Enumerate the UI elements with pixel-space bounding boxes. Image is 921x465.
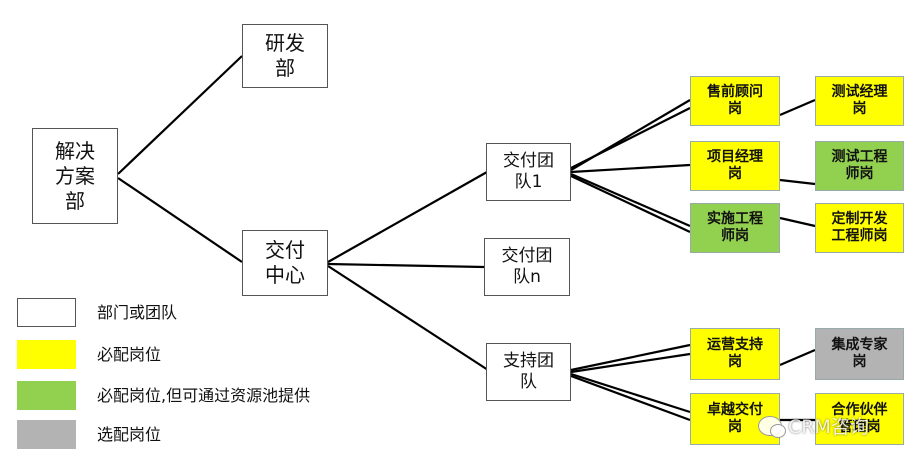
- node-delivery-center: 交付 中心: [242, 230, 328, 296]
- node-custom-dev-engineer: 定制开发 工程师岗: [815, 203, 904, 253]
- wechat-icon: [758, 415, 786, 438]
- watermark: CRM咨询: [758, 412, 869, 439]
- node-project-manager: 项目经理 岗: [690, 141, 780, 191]
- node-partner: 合作伙伴 管理岗: [815, 393, 904, 445]
- legend-swatch-dept: [17, 298, 76, 327]
- legend-label-optional: 选配岗位: [97, 425, 162, 444]
- legend-swatch-optional: [17, 420, 76, 449]
- node-support-team: 支持团 队: [486, 343, 571, 401]
- legend-swatch-required: [17, 340, 76, 369]
- node-solution-dept: 解决 方案 部: [32, 128, 118, 224]
- legend-swatch-required-pool: [17, 381, 76, 410]
- node-implementation-engineer: 实施工程 师岗: [690, 203, 780, 253]
- legend-label-dept: 部门或团队: [97, 303, 178, 322]
- legend-label-required-pool: 必配岗位,但可通过资源池提供: [97, 386, 311, 405]
- node-delivery-team-n: 交付团 队n: [484, 238, 570, 296]
- node-test-manager: 测试经理 岗: [815, 76, 904, 126]
- node-rd-dept: 研发 部: [242, 24, 328, 88]
- node-operations-support: 运营支持 岗: [690, 328, 780, 380]
- node-integration-expert: 集成专家 岗: [815, 328, 904, 380]
- node-presales-consultant: 售前顾问 岗: [690, 76, 780, 126]
- watermark-text: CRM咨询: [788, 416, 869, 438]
- legend-label-required: 必配岗位: [97, 345, 162, 364]
- node-delivery-team-1: 交付团 队1: [486, 143, 571, 201]
- node-test-engineer: 测试工程 师岗: [815, 141, 904, 191]
